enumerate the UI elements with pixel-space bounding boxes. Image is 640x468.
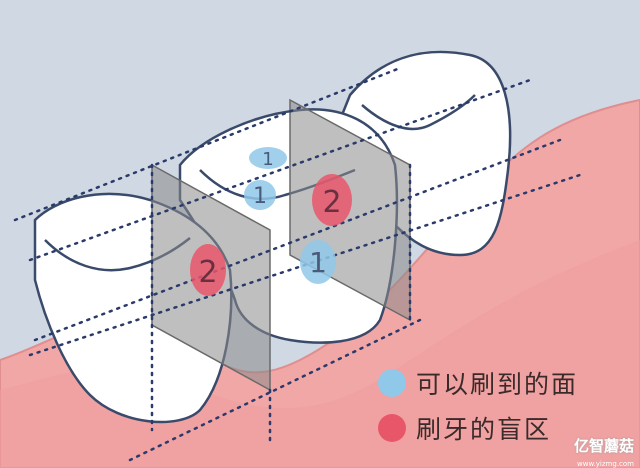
watermark-text: 亿智蘑菇 [573,437,634,455]
watermark: 亿智蘑菇 [574,435,634,456]
marker-label: 1 [309,246,327,279]
markers: 1 1 1 2 2 [190,147,352,296]
marker-label: 2 [198,255,217,290]
legend-item-brushable: 可以刷到的面 [378,365,578,401]
legend-label-blind: 刷牙的盲区 [416,415,552,444]
tooth-right-groove [361,94,476,131]
marker-label: 1 [262,149,273,170]
watermark-url: www.yizmg.com [577,460,634,468]
legend-dot-blue [378,369,406,397]
marker-label: 2 [322,185,341,220]
legend-item-blind: 刷牙的盲区 [378,410,551,446]
legend-dot-red [378,414,406,442]
marker-label: 1 [253,184,267,209]
legend-label-brushable: 可以刷到的面 [416,370,579,399]
